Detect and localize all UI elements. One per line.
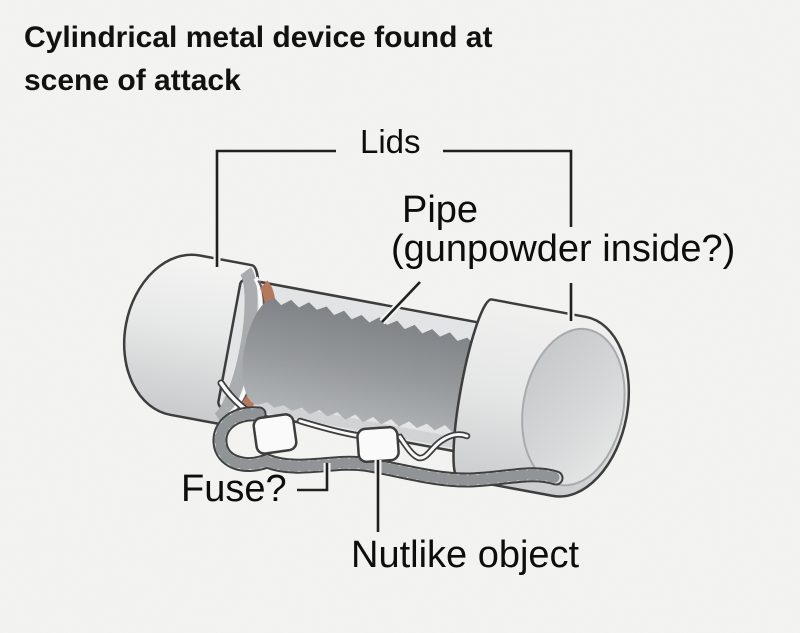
label-fuse: Fuse? [181, 468, 287, 510]
label-lids: Lids [360, 123, 421, 160]
label-pipe-note: (gunpowder inside?) [391, 228, 736, 270]
label-pipe: Pipe [402, 189, 479, 231]
label-nutlike: Nutlike object [351, 534, 580, 576]
